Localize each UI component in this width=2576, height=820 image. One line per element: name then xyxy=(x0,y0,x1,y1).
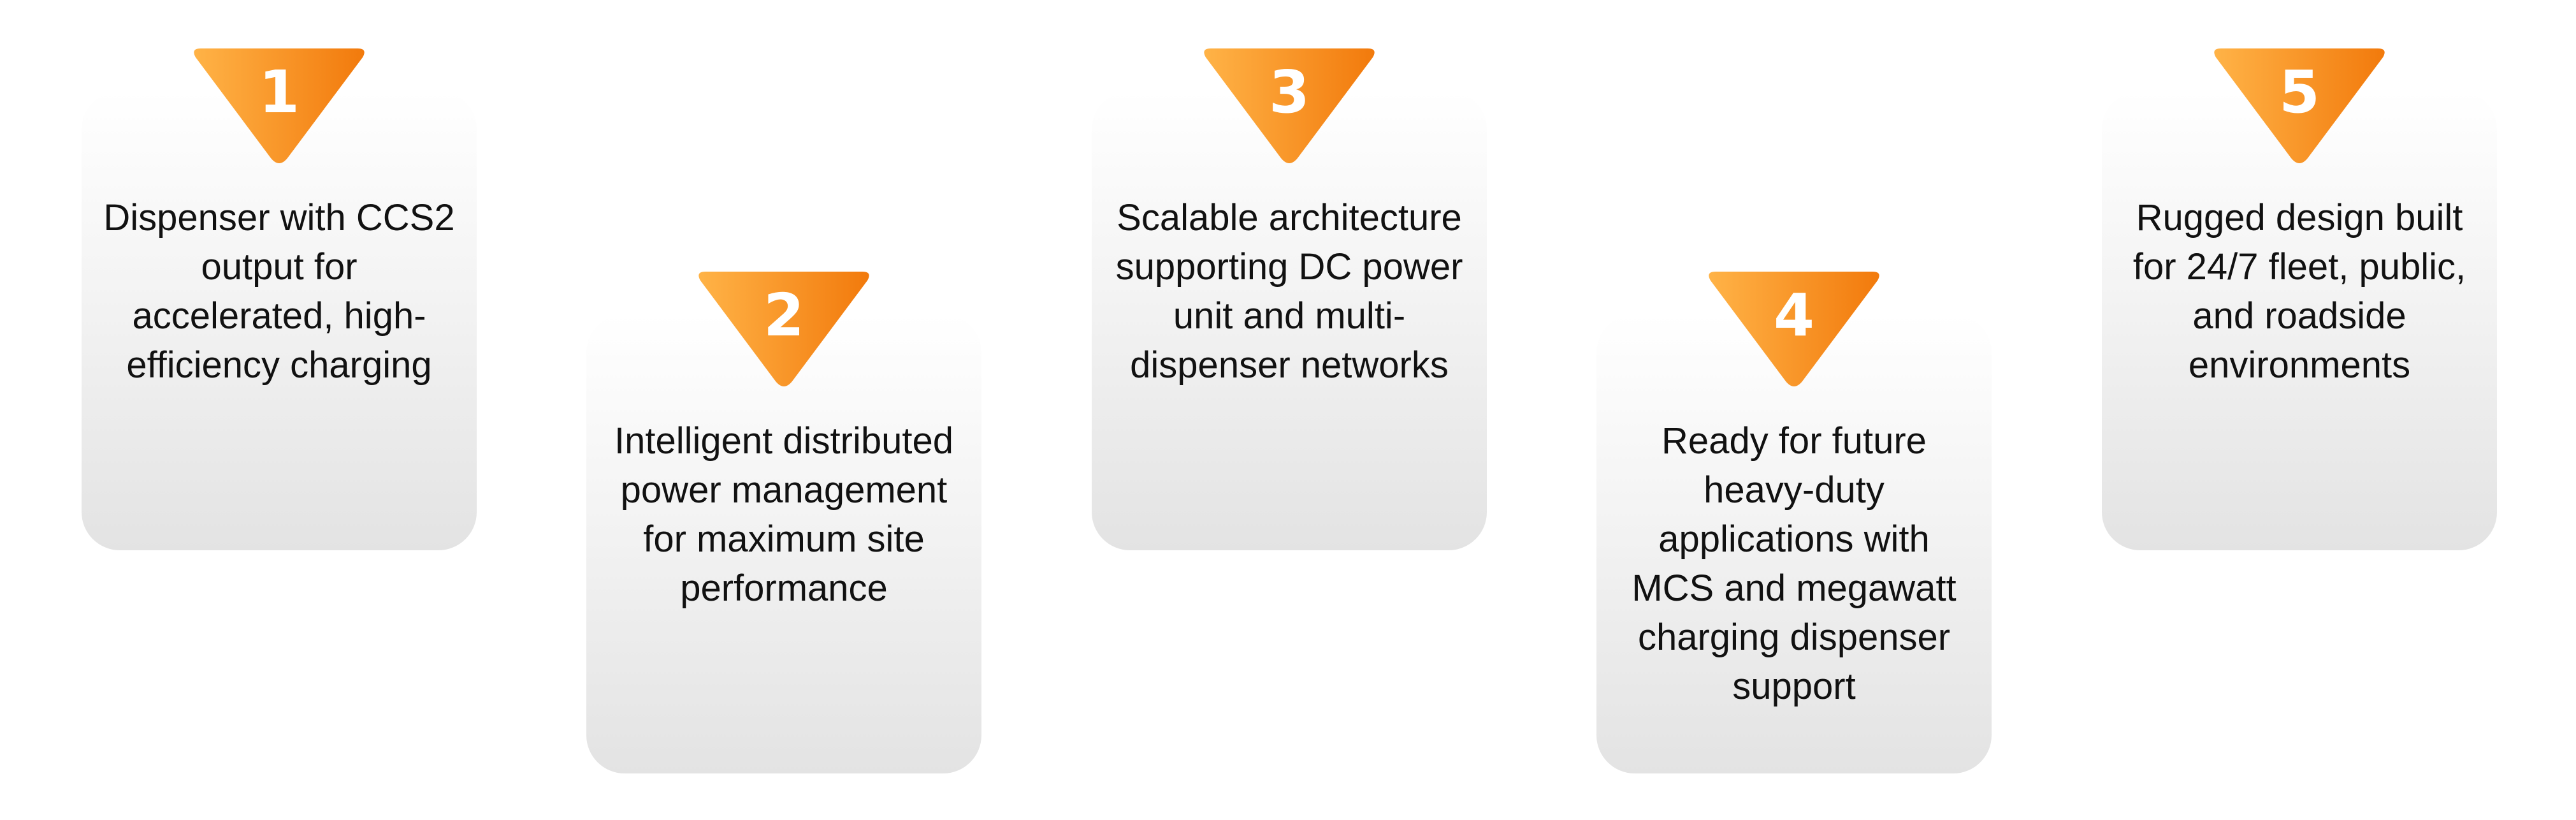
step-2-badge: 2 xyxy=(691,268,876,389)
step-4-number: 4 xyxy=(1773,281,1814,349)
step-card-4: Ready for future heavy-duty applications… xyxy=(1596,314,1992,773)
step-2-text: Intelligent distributed power management… xyxy=(614,420,953,609)
step-3-text: Scalable architecture supporting DC powe… xyxy=(1115,197,1463,386)
step-5-number: 5 xyxy=(2278,58,2320,126)
step-card-2: Intelligent distributed power management… xyxy=(586,314,981,773)
triangle-badge-icon xyxy=(1204,48,1375,163)
step-3-number: 3 xyxy=(1268,58,1310,126)
triangle-badge-icon xyxy=(1709,272,1879,386)
triangle-badge-icon xyxy=(194,48,365,163)
step-3-badge: 3 xyxy=(1197,45,1382,166)
step-5-text: Rugged design built for 24/7 fleet, publ… xyxy=(2132,197,2466,386)
step-1-number: 1 xyxy=(258,58,300,126)
step-card-3: Scalable architecture supporting DC powe… xyxy=(1092,91,1487,550)
step-5-badge: 5 xyxy=(2207,45,2392,166)
step-card-5: Rugged design built for 24/7 fleet, publ… xyxy=(2102,91,2497,550)
triangle-badge-icon xyxy=(2214,48,2385,163)
step-2-number: 2 xyxy=(763,281,804,349)
triangle-badge-icon xyxy=(698,272,869,386)
step-4-badge: 4 xyxy=(1702,268,1886,389)
step-1-badge: 1 xyxy=(187,45,372,166)
step-4-text: Ready for future heavy-duty applications… xyxy=(1632,420,1957,707)
step-1-text: Dispenser with CCS2 output for accelerat… xyxy=(103,197,455,386)
step-card-1: Dispenser with CCS2 output for accelerat… xyxy=(82,91,477,550)
